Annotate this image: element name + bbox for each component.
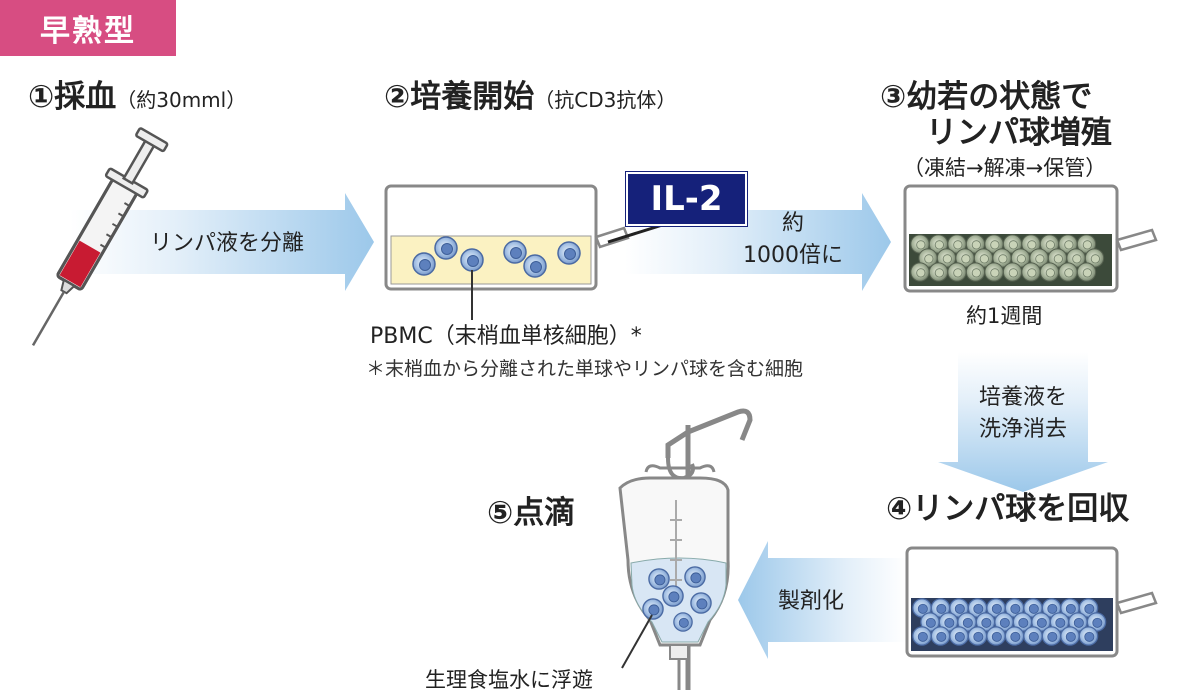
arrow2-label-line2: 1000倍に [743,242,843,268]
cell-icon [930,626,951,646]
cell-icon [1039,262,1060,282]
cell-icon [949,626,969,646]
cell-icon [1002,262,1023,282]
pbmc-footnote: ＊末梢血から分離された単球やリンパ球を含む細胞 [366,358,804,380]
iv-drip-icon [618,408,753,690]
cell-icon [1023,626,1043,646]
step5-title: ⑤点滴 [487,495,576,531]
one-week-label: 約1週間 [966,304,1043,328]
cell-icon [965,262,986,282]
cell-icon [1078,626,1099,646]
cell-icon [1004,626,1025,646]
cell-icon [967,626,988,646]
step1-subtitle: （約30mml） [116,88,247,112]
cell-icon [910,262,930,282]
arrow2-label-line1: 約 [781,211,804,236]
step2-heading: ②培養開始（抗CD3抗体） [384,79,677,116]
step1-title: ①採血 [28,79,117,115]
step3-title-line2: リンパ球増殖 [926,115,1112,151]
saline-label: 生理食塩水に浮遊 [425,668,593,692]
arrow-separate-lymph [70,193,374,291]
step3-title-line1: ③幼若の状態で [880,79,1093,115]
pbmc-label: PBMC（末梢血単核細胞）* [370,324,642,349]
cell-icon [1076,262,1097,282]
cell-icon [986,626,1006,646]
cell-icon [912,626,932,646]
arrow1-label: リンパ液を分離 [150,231,305,256]
step2-subtitle: （抗CD3抗体） [534,88,677,112]
il2-badge: IL-2 [625,171,748,227]
step2-title: ②培養開始 [384,79,535,115]
cell-icon [947,262,967,282]
arrow-wash-medium [938,352,1108,492]
arrow4-label: 製剤化 [778,589,845,614]
syringe-icon [31,127,169,347]
cell-icon [1058,262,1078,282]
category-badge: 早熟型 [0,0,176,56]
step1-heading: ①採血（約30mml） [28,79,247,116]
arrow2-label: 約 1000倍に [728,208,858,272]
cell-icon [984,262,1004,282]
cell-icon [1060,626,1080,646]
arrow3-label-line1: 培養液を [978,385,1067,410]
culture-flask-expanded [903,184,1158,293]
cell-icon [1021,262,1041,282]
arrow-formulate [738,541,906,659]
cell-icon [1041,626,1062,646]
culture-flask-collected [905,546,1158,658]
culture-flask-start [384,184,630,320]
step3-subtitle: （凍結→解凍→保管） [903,156,1107,180]
arrow3-label: 培養液を 洗浄消去 [958,382,1088,446]
arrow3-label-line2: 洗浄消去 [978,416,1067,442]
cell-icon [928,262,949,282]
step4-title: ④リンパ球を回収 [886,491,1130,527]
